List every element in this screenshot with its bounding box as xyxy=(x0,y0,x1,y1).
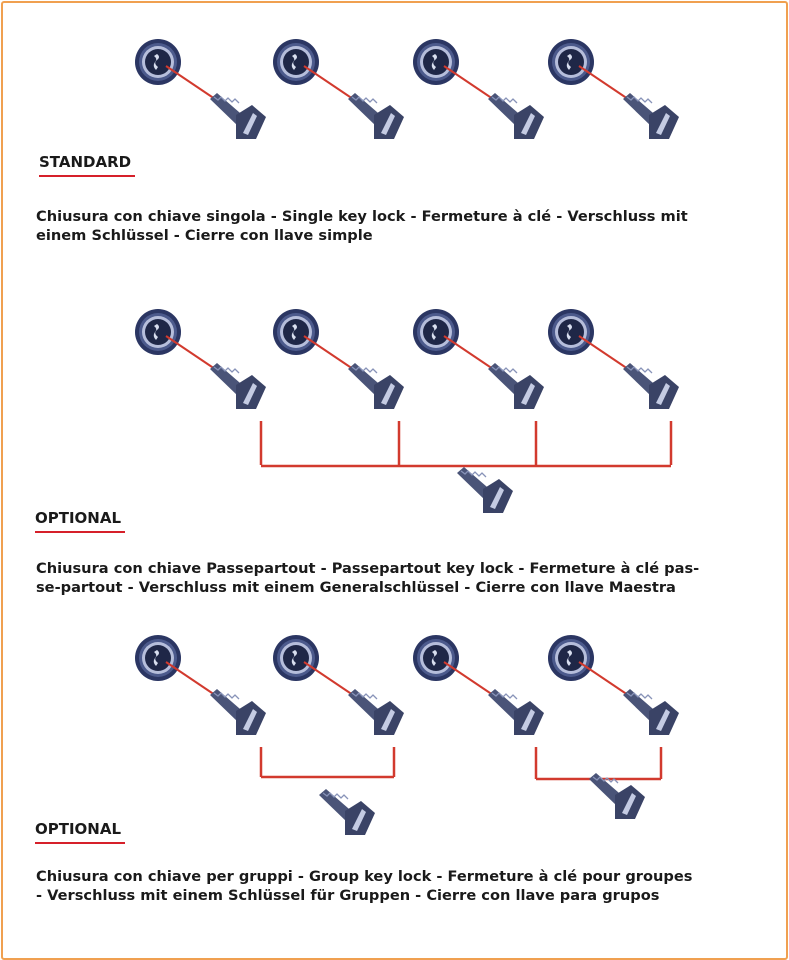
key-icon xyxy=(622,362,680,410)
master-key-icon xyxy=(456,466,514,514)
section-tag-optional-passepartout: OPTIONAL xyxy=(35,509,126,533)
lock-cylinder-icon xyxy=(273,39,319,85)
key-icon xyxy=(209,92,267,140)
passepartout-diagram xyxy=(135,309,680,514)
key-icon xyxy=(487,92,545,140)
passepartout-connector xyxy=(259,421,673,468)
standard-diagram xyxy=(135,39,680,140)
key-icon xyxy=(209,362,267,410)
lock-cylinder-icon xyxy=(548,39,594,85)
key-icon xyxy=(487,362,545,410)
lock-cylinder-icon xyxy=(135,635,181,681)
passepartout-description: Chiusura con chiave Passepartout - Passe… xyxy=(36,560,700,596)
lock-cylinder-icon xyxy=(413,39,459,85)
lock-cylinder-icon xyxy=(413,309,459,355)
lock-cylinder-icon xyxy=(135,309,181,355)
standard-description: Chiusura con chiave singola - Single key… xyxy=(36,208,688,244)
lock-cylinder-icon xyxy=(273,635,319,681)
key-icon xyxy=(347,362,405,410)
key-icon xyxy=(487,688,545,736)
section-tag-standard: STANDARD xyxy=(39,153,136,177)
group-description: Chiusura con chiave per gruppi - Group k… xyxy=(36,868,693,904)
group-diagram xyxy=(135,635,680,836)
lock-cylinder-icon xyxy=(413,635,459,681)
key-icon xyxy=(347,92,405,140)
group-key-icon xyxy=(318,788,376,836)
lock-cylinder-icon xyxy=(273,309,319,355)
lock-cylinder-icon xyxy=(548,309,594,355)
section-tag-optional-groups: OPTIONAL xyxy=(35,820,126,844)
key-icon xyxy=(209,688,267,736)
key-icon xyxy=(622,92,680,140)
key-icon xyxy=(622,688,680,736)
lock-cylinder-icon xyxy=(135,39,181,85)
group-connector-left xyxy=(259,747,396,779)
key-icon xyxy=(347,688,405,736)
group-connector-right xyxy=(534,747,663,781)
lock-cylinder-icon xyxy=(548,635,594,681)
